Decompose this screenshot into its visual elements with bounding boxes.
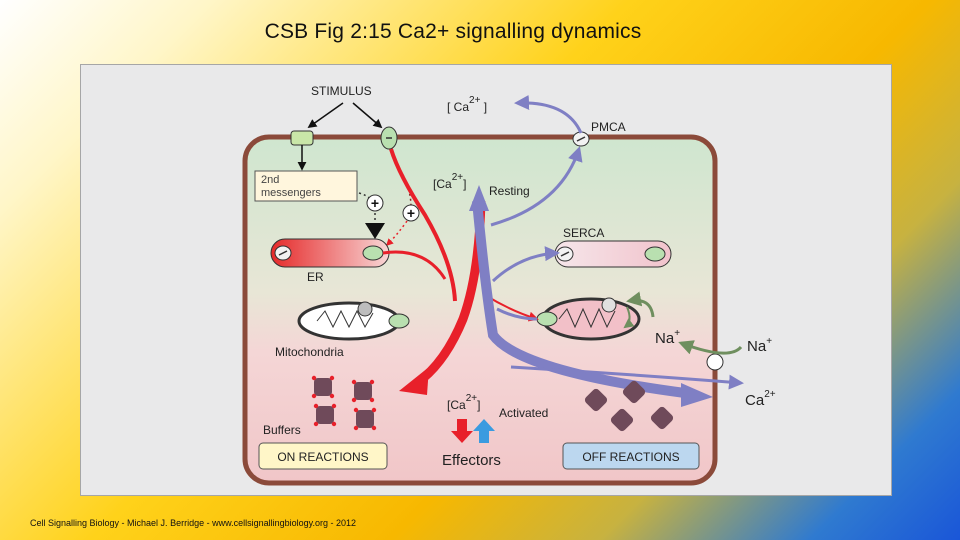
slide-title: CSB Fig 2:15 Ca2+ signalling dynamics xyxy=(264,20,642,43)
buffers-label: Buffers xyxy=(263,423,301,437)
off-pathway-to-extracellular xyxy=(514,95,583,134)
off-pathway-up-arrowhead xyxy=(469,185,489,211)
off-pathway-to-exchanger xyxy=(510,365,744,390)
second-messengers-label-line1: 2nd xyxy=(261,174,279,186)
mitochondrion-right-cristae xyxy=(558,307,616,329)
effectors-down-arrow xyxy=(451,419,473,443)
ca-extracellular-label: [ Ca2+ ] xyxy=(447,95,487,114)
membrane-receptor xyxy=(290,130,314,146)
mitochondrion-left-uniporter xyxy=(357,301,373,317)
on-pathway-main-arrowhead xyxy=(399,367,429,395)
stimulus-label: STIMULUS xyxy=(311,84,372,98)
na-ca-exchanger xyxy=(706,353,724,371)
resting-label: Resting xyxy=(489,184,530,198)
on-reactions-box xyxy=(258,442,388,470)
plus-circle-2 xyxy=(402,204,420,222)
off-pathway-to-mito xyxy=(496,307,538,321)
off-reactions-box xyxy=(562,442,700,470)
off-pathway-to-pmca xyxy=(490,146,583,227)
messenger-to-er-arrowhead xyxy=(365,223,385,239)
mitochondria-label: Mitochondria xyxy=(275,345,344,359)
channel-dotted-path xyxy=(402,174,412,208)
ca-outer-label: Ca2+ xyxy=(745,389,776,409)
er-left-pump-slash xyxy=(278,250,288,256)
serca-label: SERCA xyxy=(563,226,604,240)
pmca-label: PMCA xyxy=(591,120,626,134)
second-messengers-label-line2: messengers xyxy=(261,187,321,199)
serca-pump-slash xyxy=(560,251,570,257)
buffer-molecules-off xyxy=(584,380,674,432)
ca-activated-label: [Ca2+] xyxy=(447,393,480,412)
na-inner-label: Na+ xyxy=(655,328,680,347)
er-label: ER xyxy=(307,270,324,284)
na-exchange-arrow-2 xyxy=(623,306,635,329)
na-influx-arrow xyxy=(678,340,743,355)
off-pathway-to-serca xyxy=(491,246,560,283)
ca-resting-label: [Ca2+] xyxy=(433,172,466,191)
stimulus-arrow-right xyxy=(352,102,383,129)
buffer-molecules-on xyxy=(311,375,377,431)
off-pathway-main xyxy=(472,200,686,398)
er-right-channel xyxy=(644,246,666,262)
off-reactions-label: OFF REACTIONS xyxy=(582,450,679,464)
mitochondrion-left-cristae xyxy=(316,309,374,329)
off-pathway-arrowhead xyxy=(681,383,713,407)
slide-footer: Cell Signalling Biology - Michael J. Ber… xyxy=(30,518,356,528)
mitochondrion-left xyxy=(297,301,401,341)
mitochondrion-right-channel xyxy=(536,311,558,327)
on-pathway-er-arrow xyxy=(382,250,447,280)
er-left-channel xyxy=(362,245,384,261)
plus-sign-1: + xyxy=(371,195,379,211)
plus-circle-1 xyxy=(366,194,384,212)
on-reactions-label: ON REACTIONS xyxy=(277,450,368,464)
mitochondrion-right-uniporter xyxy=(601,297,617,313)
effectors-label: Effectors xyxy=(442,452,501,469)
na-outer-label: Na+ xyxy=(747,336,772,355)
pmca-pump-slash xyxy=(576,136,586,142)
on-pathway-channel-arrow xyxy=(389,148,457,302)
mitochondrion-left-channel xyxy=(388,313,410,329)
plus-to-er-dotted xyxy=(385,220,408,247)
na-exchange-arrow xyxy=(626,291,655,318)
ca-signalling-figure: STIMULUS [ Ca2+ ] PMCA 2nd messengers + … xyxy=(80,64,892,496)
stimulus-arrow-left xyxy=(307,102,344,129)
plus-sign-2: + xyxy=(407,205,415,221)
second-messengers-box xyxy=(254,170,358,202)
activated-label: Activated xyxy=(499,406,548,420)
effectors-up-arrow xyxy=(473,419,495,443)
